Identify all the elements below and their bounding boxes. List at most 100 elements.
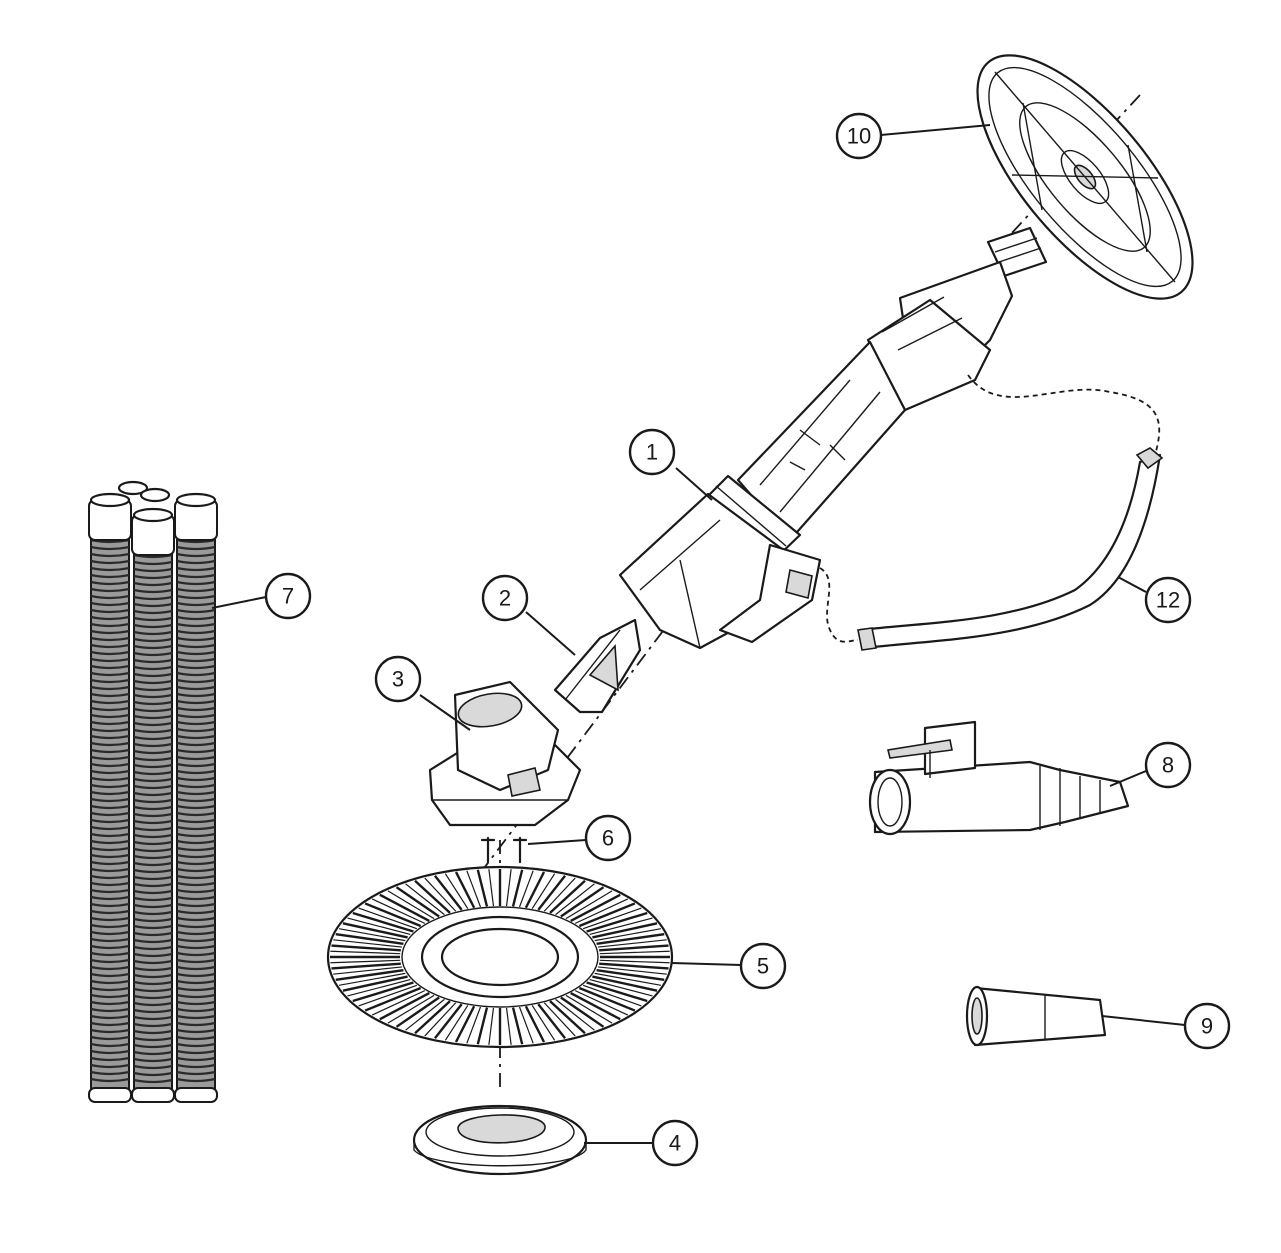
brush-bristle (433, 1003, 463, 1040)
hose-rib (176, 559, 216, 565)
brush-bristle (598, 939, 667, 948)
part-6-screws (480, 836, 528, 864)
brush-bristle (476, 1007, 489, 1045)
brush-bristle (598, 966, 667, 975)
hose-rib (133, 791, 173, 797)
hose-rib (133, 777, 173, 783)
hose-rib (133, 840, 173, 846)
brush-bristle (488, 1007, 495, 1045)
brush-bristle (599, 962, 669, 970)
brush-bristle (555, 998, 595, 1031)
hose-rib (90, 790, 130, 796)
hose-rib (176, 1035, 216, 1041)
brush-bristle (342, 922, 408, 939)
brush-bristle (352, 981, 414, 1003)
hose-rib (176, 951, 216, 957)
hose-rib (90, 902, 130, 908)
hose-rib (176, 895, 216, 901)
hose-rib (133, 721, 173, 727)
hose-rib (133, 700, 173, 706)
brush-bristle (444, 1004, 469, 1041)
brush-bristle (582, 907, 642, 930)
hose-rib (90, 965, 130, 971)
hose-rib (133, 973, 173, 979)
hose-rib (90, 545, 130, 551)
brush-bristle (342, 975, 408, 992)
hose-rib (176, 783, 216, 789)
hose-rib (90, 1070, 130, 1076)
brush-bristle (565, 994, 613, 1024)
hose-rib (90, 895, 130, 901)
hose-end (117, 480, 149, 496)
hose-rib (90, 755, 130, 761)
hose-rib (133, 609, 173, 615)
brush-bristle (364, 902, 422, 928)
brush-bristle (505, 869, 512, 907)
brush-bristle (488, 869, 495, 907)
hose-rib (133, 602, 173, 608)
callout-3-label: 3 (392, 667, 404, 692)
hose-cuff (88, 1087, 132, 1103)
hose-rib (176, 1028, 216, 1034)
hose-rib (90, 664, 130, 670)
hose-rib (133, 1029, 173, 1035)
hose-rib (133, 1064, 173, 1070)
hose-rib (90, 783, 130, 789)
hose-rib (90, 713, 130, 719)
brush-bristle (565, 890, 613, 920)
hose-rib (90, 1035, 130, 1041)
callout-6-label: 6 (602, 826, 614, 851)
hose-rib (133, 1036, 173, 1042)
hose-rib (90, 825, 130, 831)
hose-rib (90, 1049, 130, 1055)
hose-rib (133, 987, 173, 993)
hose-rib (90, 580, 130, 586)
brush-bristle (338, 972, 406, 986)
hose-rib (176, 671, 216, 677)
hose-rib (133, 763, 173, 769)
hose-rib (176, 923, 216, 929)
hose-rib (133, 567, 173, 573)
brush-bristle (414, 879, 451, 914)
hose-rib (90, 1000, 130, 1006)
brush-bristle (511, 1007, 524, 1045)
brush-bristle (358, 907, 418, 930)
brush-bristle (331, 944, 401, 952)
hose-rib (90, 657, 130, 663)
hose-rib (133, 644, 173, 650)
hose-rib (176, 1077, 216, 1083)
callout-5-label: 5 (757, 954, 769, 979)
hose-rib (176, 615, 216, 621)
hose-rib (133, 994, 173, 1000)
hose-rib (90, 734, 130, 740)
part-10-wheel (976, 54, 1194, 300)
hose-rib (176, 734, 216, 740)
brush-bristle (444, 873, 469, 910)
brush-bristle (333, 939, 402, 948)
brush-bristle (537, 1003, 567, 1040)
hose-rib (133, 784, 173, 790)
hose-rib (176, 1070, 216, 1076)
callout-4: 4 (584, 1119, 699, 1167)
brush-bristle (371, 898, 426, 924)
hose-rib (133, 707, 173, 713)
hose-rib (133, 651, 173, 657)
callout-4-label: 4 (669, 1131, 681, 1156)
hose-rib (176, 692, 216, 698)
hose-rib (133, 728, 173, 734)
hose-rib (133, 910, 173, 916)
hose-rib (176, 636, 216, 642)
hose-rib (176, 797, 216, 803)
hose-rib (133, 952, 173, 958)
brush-bristle (586, 911, 648, 933)
hose-rib (90, 839, 130, 845)
brush-bristle (335, 933, 404, 945)
hose-rib (133, 805, 173, 811)
brush-bristle (352, 911, 414, 933)
hose-rib (176, 986, 216, 992)
hose-rib (90, 937, 130, 943)
brush-bristle (518, 870, 534, 908)
hose-rib (133, 938, 173, 944)
callout-8-label: 8 (1162, 753, 1174, 778)
hose-rib (133, 819, 173, 825)
